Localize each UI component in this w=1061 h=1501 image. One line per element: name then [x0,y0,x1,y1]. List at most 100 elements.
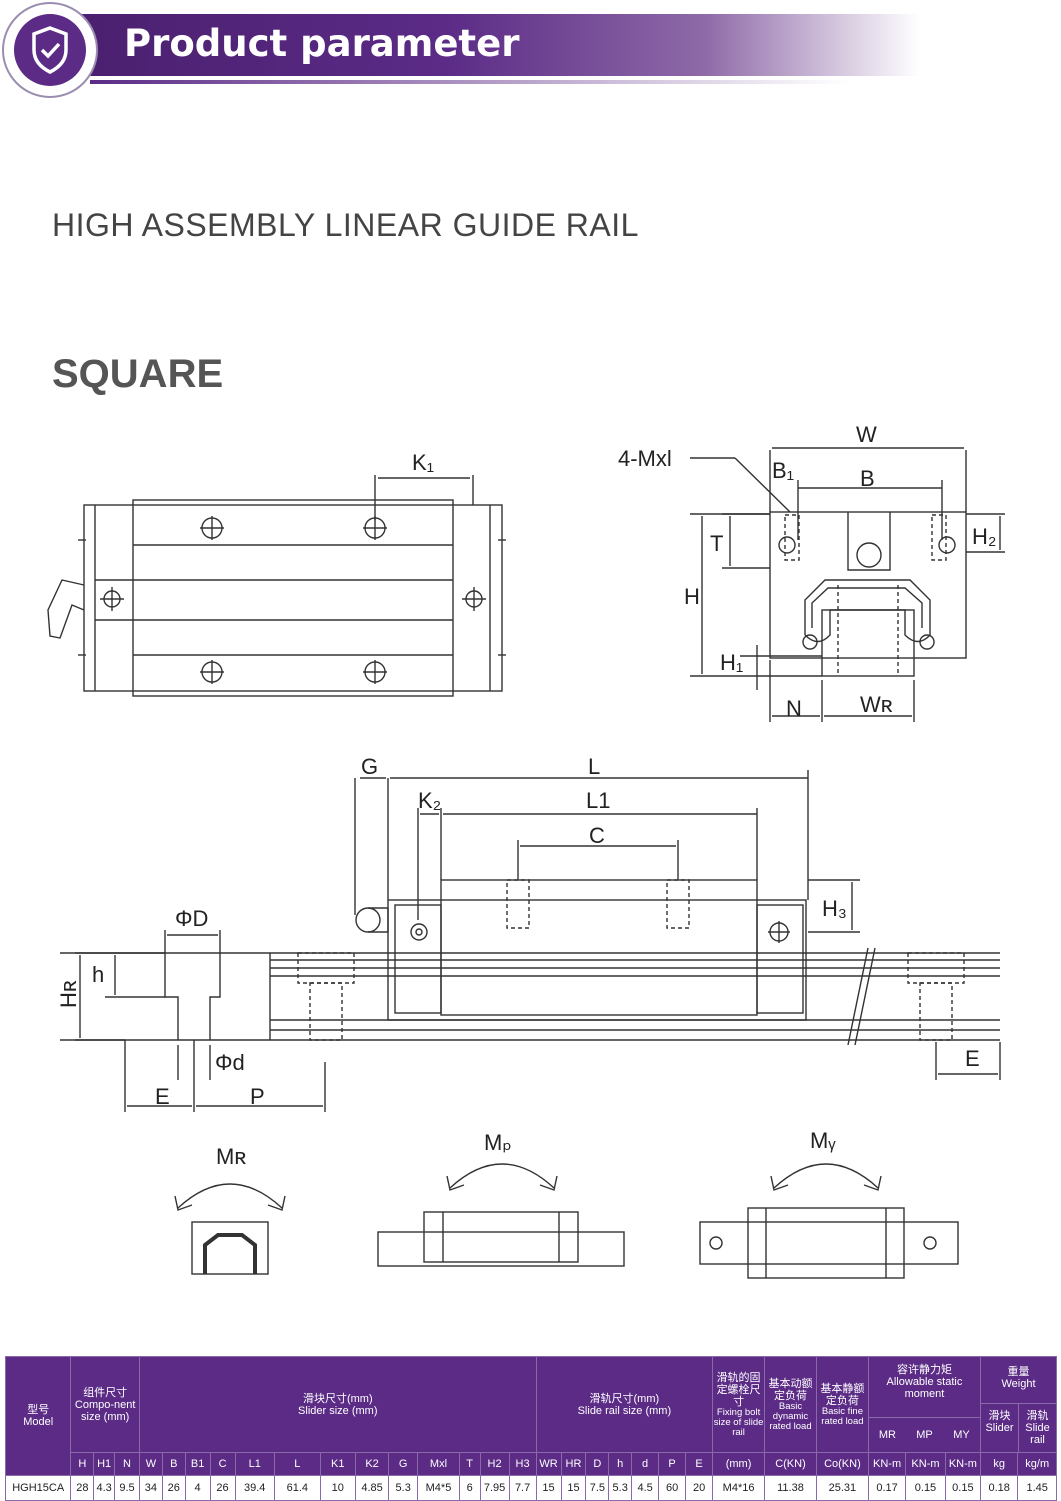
table-cell: 25.31 [815,1475,869,1501]
label-h2: H₂ [972,524,996,549]
table-cell: 4 [184,1475,211,1501]
column-header: E [685,1452,714,1476]
table-cell: 20 [685,1475,714,1501]
table-cell: 11.38 [764,1475,817,1501]
label-h1: H₁ [720,650,743,675]
table-cell: 60 [658,1475,687,1501]
column-header: Mxl [417,1452,460,1476]
column-header: D [585,1452,610,1476]
page-subtitle: HIGH ASSEMBLY LINEAR GUIDE RAIL [52,207,639,243]
table-cell: 0.15 [944,1475,982,1501]
label-e-left: E [155,1084,170,1109]
label-h3: H₃ [822,896,847,921]
section-title: SQUARE [52,352,224,396]
column-header: H1 [93,1452,116,1476]
label-h-small: h [92,962,104,987]
table-cell: 0.17 [867,1475,907,1501]
column-header: B1 [184,1452,211,1476]
table-cell: M4*16 [712,1475,766,1501]
column-header: kg [980,1452,1019,1476]
table-cell: 7.7 [508,1475,537,1501]
column-header: L [273,1452,321,1476]
column-header: G [388,1452,419,1476]
table-cell: 26 [161,1475,186,1501]
label-mp: Mₚ [484,1130,512,1155]
table-cell: 5.3 [388,1475,419,1501]
label-n: N [786,696,802,721]
table-cell: 6 [458,1475,481,1501]
column-header: KN-m [867,1452,907,1476]
banner-bar [60,14,920,76]
column-header: (mm) [712,1452,766,1476]
table-cell: 7.5 [585,1475,610,1501]
table-cell: 7.95 [479,1475,510,1501]
label-t: T [710,531,723,556]
label-mr: Mʀ [216,1144,246,1169]
table-cell: 10 [319,1475,356,1501]
column-header: H [70,1452,95,1476]
column-header: HR [560,1452,587,1476]
moment-mp-diagram [377,1163,625,1267]
label-w: W [856,422,877,447]
rail-side-view [60,770,1001,1112]
table-cell: 34 [138,1475,163,1501]
table-cell: 0.15 [905,1475,946,1501]
label-e-right: E [965,1046,980,1071]
table-cell: 4.3 [93,1475,116,1501]
column-header: P [658,1452,687,1476]
label-phi-d-big: ΦD [175,906,208,931]
label-l: L [588,754,600,779]
label-hr: Hʀ [56,980,81,1008]
table-cell: 39.4 [234,1475,275,1501]
table-cell: 4.5 [631,1475,660,1501]
column-header: KN-m [905,1452,946,1476]
label-mxl: 4-Mxl [618,446,672,471]
table-cell: 26 [209,1475,236,1501]
label-p: P [250,1084,265,1109]
column-header: kg/m [1017,1452,1057,1476]
column-header: B [161,1452,186,1476]
table-cell: 28 [70,1475,95,1501]
badge [2,2,98,98]
moment-mr-diagram [174,1183,286,1275]
label-k2: K₂ [418,788,441,813]
column-header: L1 [234,1452,275,1476]
column-header: KN-m [944,1452,982,1476]
table-cell: 15 [560,1475,587,1501]
th-rail: 滑轨尺寸(mm)Slide rail size (mm) [535,1356,714,1453]
label-b1: B₁ [772,458,794,483]
table-cell: 4.85 [354,1475,390,1501]
table-cell: 5.3 [608,1475,633,1501]
column-header: C [209,1452,236,1476]
banner-underline [90,80,850,84]
label-wr: Wʀ [860,692,893,717]
column-header: T [458,1452,481,1476]
label-b: B [860,466,875,491]
label-phi-d-small: Φd [215,1050,245,1075]
table-cell: 9.5 [114,1475,140,1501]
label-c: C [589,823,605,848]
block-top-view [47,475,506,697]
column-header: Co(KN) [815,1452,869,1476]
table-cell: 0.18 [980,1475,1019,1501]
header-banner: Product parameter [0,0,1061,100]
label-my: Mᵧ [810,1128,836,1153]
model-cell: HGH15CA [4,1475,72,1501]
label-k1: K₁ [412,450,434,475]
column-header: H2 [479,1452,510,1476]
moment-my-diagram [699,1163,959,1279]
table-cell: 15 [535,1475,562,1501]
shield-check-icon [14,14,86,86]
column-header: K1 [319,1452,356,1476]
column-header: d [631,1452,660,1476]
column-header: K2 [354,1452,390,1476]
column-header: N [114,1452,140,1476]
table-cell: M4*5 [417,1475,460,1501]
column-header: C(KN) [764,1452,817,1476]
